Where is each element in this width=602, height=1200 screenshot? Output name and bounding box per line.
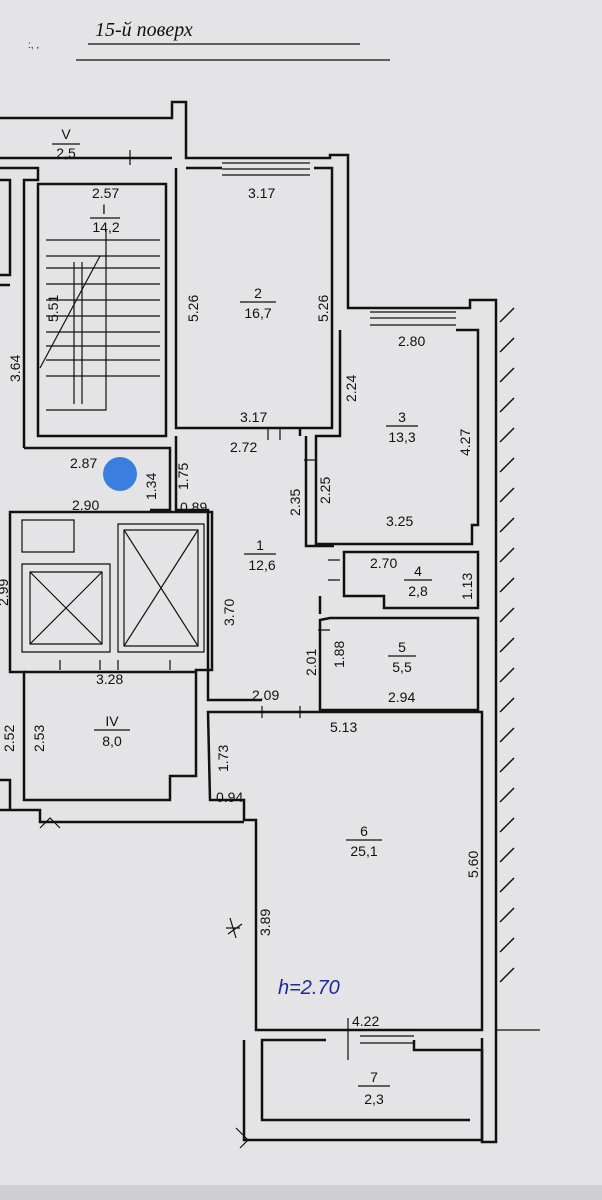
dim-2.52: 2.52 — [1, 725, 17, 752]
room-area-V: 2,5 — [56, 145, 76, 161]
dim-0.94: 0.94 — [216, 789, 243, 805]
floor-title: 15-й поверх — [95, 19, 193, 41]
dim-2.94: 2.94 — [388, 689, 415, 705]
dim-2.24: 2.24 — [343, 375, 359, 402]
dim-3.28: 3.28 — [96, 671, 123, 687]
room-area-6: 25,1 — [350, 843, 377, 859]
dim-3.17-bottom: 3.17 — [240, 409, 267, 425]
dim-1.34: 1.34 — [143, 473, 159, 500]
ceiling-height-note: h=2.70 — [278, 977, 340, 999]
dim-2.72: 2.72 — [230, 439, 257, 455]
dim-0.89: 0.89 — [180, 499, 207, 515]
dim-3.25: 3.25 — [386, 513, 413, 529]
dim-2.87: 2.87 — [70, 455, 97, 471]
dim-2.70: 2.70 — [370, 555, 397, 571]
location-marker[interactable] — [103, 457, 137, 491]
dim-2.53: 2.53 — [31, 725, 47, 752]
room-area-4: 2,8 — [408, 583, 428, 599]
room-area-5: 5,5 — [392, 659, 412, 675]
dim-1.73: 1.73 — [215, 745, 231, 772]
room-id-I: I — [102, 201, 106, 217]
room-area-3: 13,3 — [388, 429, 415, 445]
dim-3.89: 3.89 — [257, 909, 273, 936]
dim-2.90: 2.90 — [72, 497, 99, 513]
room-id-7: 7 — [370, 1069, 378, 1085]
room-area-1: 12,6 — [248, 557, 275, 573]
dim-5.13: 5.13 — [330, 719, 357, 735]
room-id-6: 6 — [360, 823, 368, 839]
room-id-5: 5 — [398, 639, 406, 655]
dim-2.80: 2.80 — [398, 333, 425, 349]
room-area-2: 16,7 — [244, 305, 271, 321]
exterior-hatching — [499, 307, 515, 983]
room-id-4: 4 — [414, 563, 422, 579]
room-area-7: 2,3 — [364, 1091, 384, 1107]
dim-2.57: 2.57 — [92, 185, 119, 201]
stair-treads — [39, 230, 160, 411]
dim-5.26-right: 5.26 — [315, 295, 331, 322]
dim-1.75: 1.75 — [175, 463, 191, 490]
dim-3.70: 3.70 — [221, 599, 237, 626]
dim-1.13: 1.13 — [459, 573, 475, 600]
corner-mark: :, , — [28, 40, 39, 51]
dim-5.26-left: 5.26 — [185, 295, 201, 322]
room-id-3: 3 — [398, 409, 406, 425]
dim-2.09: 2.09 — [252, 687, 279, 703]
room-id-2: 2 — [254, 285, 262, 301]
dim-2.99: 2.99 — [0, 579, 11, 606]
room-labels: V 2,5 I 14,2 2 16,7 3 13,3 1 12,6 4 2,8 … — [52, 126, 432, 1107]
dim-3.17-top: 3.17 — [248, 185, 275, 201]
paper-bottom-edge — [0, 1185, 602, 1200]
dim-4.22: 4.22 — [352, 1013, 379, 1029]
room-area-IV: 8,0 — [102, 733, 122, 749]
walls — [0, 100, 540, 1149]
dim-4.27: 4.27 — [457, 429, 473, 456]
dim-5.60: 5.60 — [465, 851, 481, 878]
dim-2.25: 2.25 — [317, 477, 333, 504]
dim-5.51: 5.51 — [45, 295, 61, 322]
room-id-1: 1 — [256, 537, 264, 553]
room-area-I: 14,2 — [92, 219, 119, 235]
dim-3.64: 3.64 — [7, 355, 23, 382]
dim-2.01: 2.01 — [303, 649, 319, 676]
dim-1.88: 1.88 — [331, 641, 347, 668]
room-id-V: V — [61, 126, 71, 142]
dimension-labels: 2.57 5.51 3.64 3.17 5.26 5.26 2.80 2.24 … — [0, 185, 481, 1029]
dim-2.35: 2.35 — [287, 489, 303, 516]
room-id-IV: IV — [105, 713, 119, 729]
